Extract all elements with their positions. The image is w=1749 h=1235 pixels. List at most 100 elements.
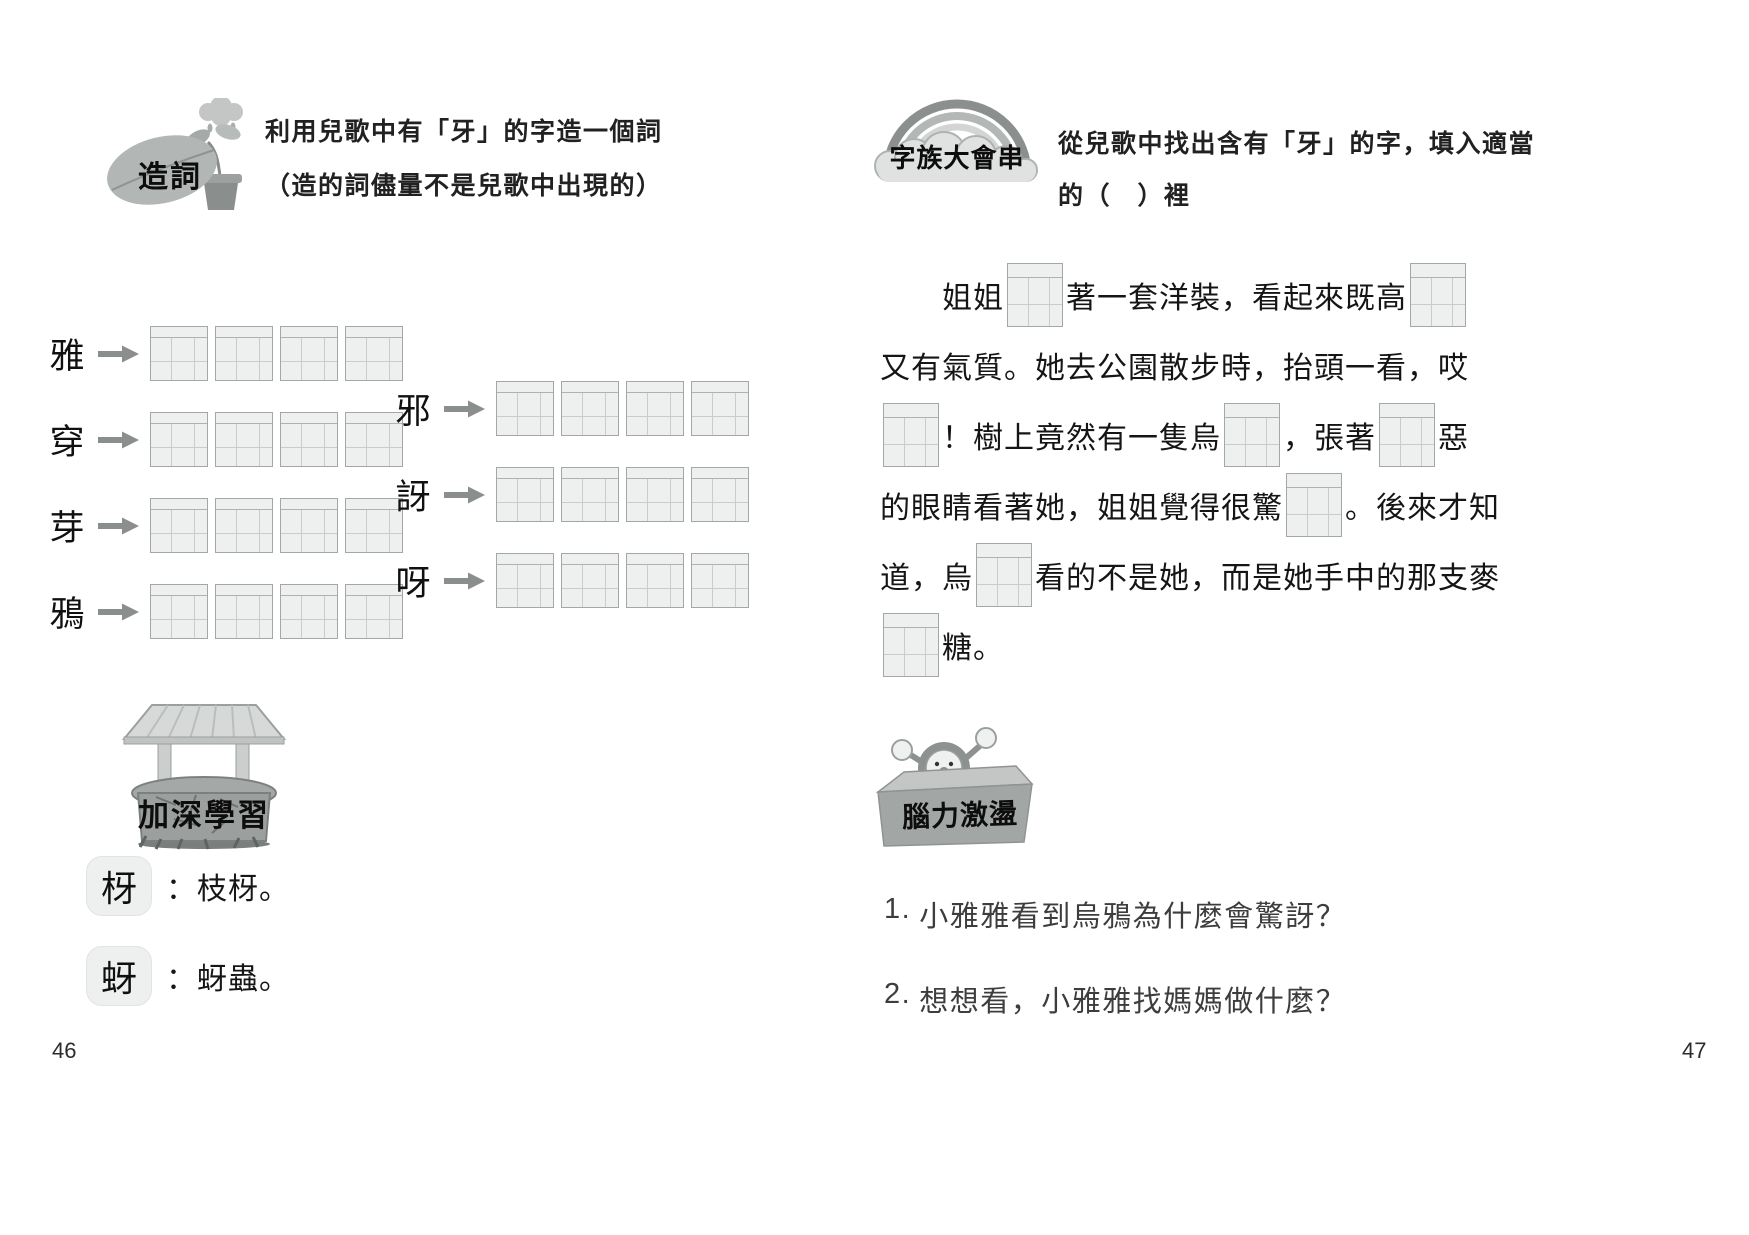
answer-box[interactable] bbox=[1379, 403, 1435, 467]
story-text: 的眼睛看著她，姐姐覺得很驚 bbox=[880, 492, 1283, 525]
answer-box[interactable] bbox=[1007, 263, 1063, 327]
arrow-icon bbox=[98, 517, 139, 534]
arrow-icon bbox=[98, 603, 139, 620]
practice-box[interactable] bbox=[496, 553, 554, 608]
glossary-definition: ：蚜蟲。 bbox=[166, 963, 290, 996]
practice-box[interactable] bbox=[280, 584, 338, 639]
word-builder-instruction-line2: （造的詞儘量不是兒歌中出現的） bbox=[265, 172, 663, 200]
practice-box[interactable] bbox=[496, 467, 554, 522]
story-text: 惡 bbox=[1438, 422, 1469, 455]
question-2: 2. 想想看，小雅雅找媽媽做什麼？ bbox=[884, 978, 1346, 1020]
glossary-char: 蚜 bbox=[86, 946, 152, 1006]
arrow-icon bbox=[98, 431, 139, 448]
practice-box[interactable] bbox=[691, 553, 749, 608]
answer-box[interactable] bbox=[1224, 403, 1280, 467]
arrow-icon bbox=[444, 486, 485, 503]
practice-box[interactable] bbox=[345, 498, 403, 553]
practice-box[interactable] bbox=[215, 412, 273, 467]
glossary-entry: 蚜 ：蚜蟲。 bbox=[86, 946, 290, 1006]
story-text: 看的不是她，而是她手中的那支麥 bbox=[1035, 562, 1500, 595]
base-char: 邪 bbox=[395, 392, 431, 431]
base-char: 呀 bbox=[395, 564, 431, 603]
deep-learning-badge: 加深學習 bbox=[138, 798, 270, 833]
word-row: 芽 bbox=[46, 498, 403, 553]
practice-box[interactable] bbox=[150, 326, 208, 381]
practice-box[interactable] bbox=[691, 467, 749, 522]
answer-box[interactable] bbox=[1286, 473, 1342, 537]
word-family-instruction-line2: 的（ ）裡 bbox=[1058, 182, 1191, 210]
arrow-icon bbox=[444, 400, 485, 417]
story-line: ！樹上竟然有一隻烏 ，張著 惡 bbox=[880, 400, 1480, 470]
question-number: 1. bbox=[884, 893, 912, 925]
answer-box[interactable] bbox=[883, 403, 939, 467]
story-line: 道，烏 看的不是她，而是她手中的那支麥 bbox=[880, 540, 1499, 610]
word-row: 呀 bbox=[392, 553, 749, 608]
practice-box[interactable] bbox=[215, 498, 273, 553]
practice-box[interactable] bbox=[561, 467, 619, 522]
sprout-leaf-icon bbox=[107, 98, 243, 210]
answer-box[interactable] bbox=[976, 543, 1032, 607]
story-line: 的眼睛看著她，姐姐覺得很驚 。後來才知 bbox=[880, 470, 1499, 540]
brainstorm-rock-icon bbox=[875, 727, 1034, 847]
word-row: 訝 bbox=[392, 467, 749, 522]
practice-box[interactable] bbox=[561, 381, 619, 436]
word-family-badge: 字族大會串 bbox=[889, 143, 1025, 173]
story-text: 著一套洋裝，看起來既高 bbox=[1066, 282, 1407, 315]
question-1: 1. 小雅雅看到烏鴉為什麼會驚訝？ bbox=[884, 893, 1346, 935]
story-paragraph: 姐姐 著一套洋裝，看起來既高又有氣質。她去公園散步時，抬頭一看，哎 ！樹上竟然有一隻… bbox=[880, 260, 1499, 680]
brainstorm-badge: 腦力激盪 bbox=[901, 797, 1019, 834]
well-icon bbox=[121, 704, 287, 850]
story-text: ，張著 bbox=[1283, 422, 1376, 455]
story-line: 糖。 bbox=[880, 610, 1480, 680]
word-builder-badge: 造詞 bbox=[138, 161, 202, 194]
practice-box[interactable] bbox=[280, 412, 338, 467]
base-char: 芽 bbox=[49, 509, 85, 548]
glossary-char: 枒 bbox=[86, 856, 152, 916]
answer-box[interactable] bbox=[1410, 263, 1466, 327]
answer-box[interactable] bbox=[883, 613, 939, 677]
word-row: 穿 bbox=[46, 412, 403, 467]
page-number-left: 46 bbox=[52, 1038, 77, 1063]
word-row: 鴉 bbox=[46, 584, 403, 639]
practice-box[interactable] bbox=[691, 381, 749, 436]
practice-box[interactable] bbox=[280, 498, 338, 553]
practice-box[interactable] bbox=[215, 584, 273, 639]
practice-box[interactable] bbox=[626, 553, 684, 608]
word-family-instruction-line1: 從兒歌中找出含有「牙」的字，填入適當 bbox=[1058, 130, 1536, 158]
practice-box[interactable] bbox=[561, 553, 619, 608]
rainbow-cloud-icon bbox=[874, 99, 1038, 182]
arrow-icon bbox=[444, 572, 485, 589]
practice-box[interactable] bbox=[345, 412, 403, 467]
page-number-right: 47 bbox=[1682, 1038, 1707, 1063]
base-char: 訝 bbox=[395, 478, 431, 517]
base-char: 鴉 bbox=[49, 595, 85, 634]
practice-box[interactable] bbox=[280, 326, 338, 381]
story-text: 糖。 bbox=[942, 632, 1004, 665]
word-builder-instruction-line1: 利用兒歌中有「牙」的字造一個詞 bbox=[265, 118, 663, 146]
glossary-definition: ：枝枒。 bbox=[166, 873, 290, 906]
base-char: 穿 bbox=[49, 423, 85, 462]
story-line: 姐姐 著一套洋裝，看起來既高 bbox=[880, 260, 1480, 330]
practice-box[interactable] bbox=[345, 326, 403, 381]
question-text: 小雅雅看到烏鴉為什麼會驚訝？ bbox=[919, 901, 1347, 933]
question-text: 想想看，小雅雅找媽媽做什麼？ bbox=[919, 986, 1347, 1018]
story-text: 姐姐 bbox=[942, 282, 1004, 315]
base-char: 雅 bbox=[49, 337, 85, 376]
practice-box[interactable] bbox=[215, 326, 273, 381]
word-row: 雅 bbox=[46, 326, 403, 381]
practice-box[interactable] bbox=[626, 467, 684, 522]
story-text: 又有氣質。她去公園散步時，抬頭一看，哎 bbox=[880, 352, 1469, 385]
story-text: 道，烏 bbox=[880, 562, 973, 595]
practice-box[interactable] bbox=[345, 584, 403, 639]
practice-box[interactable] bbox=[150, 498, 208, 553]
word-row: 邪 bbox=[392, 381, 749, 436]
story-text: ！樹上竟然有一隻烏 bbox=[942, 422, 1221, 455]
story-text: 。後來才知 bbox=[1345, 492, 1500, 525]
story-line: 又有氣質。她去公園散步時，抬頭一看，哎 bbox=[880, 330, 1480, 400]
practice-box[interactable] bbox=[496, 381, 554, 436]
practice-box[interactable] bbox=[626, 381, 684, 436]
practice-box[interactable] bbox=[150, 584, 208, 639]
practice-box[interactable] bbox=[150, 412, 208, 467]
glossary-entry: 枒 ：枝枒。 bbox=[86, 856, 290, 916]
